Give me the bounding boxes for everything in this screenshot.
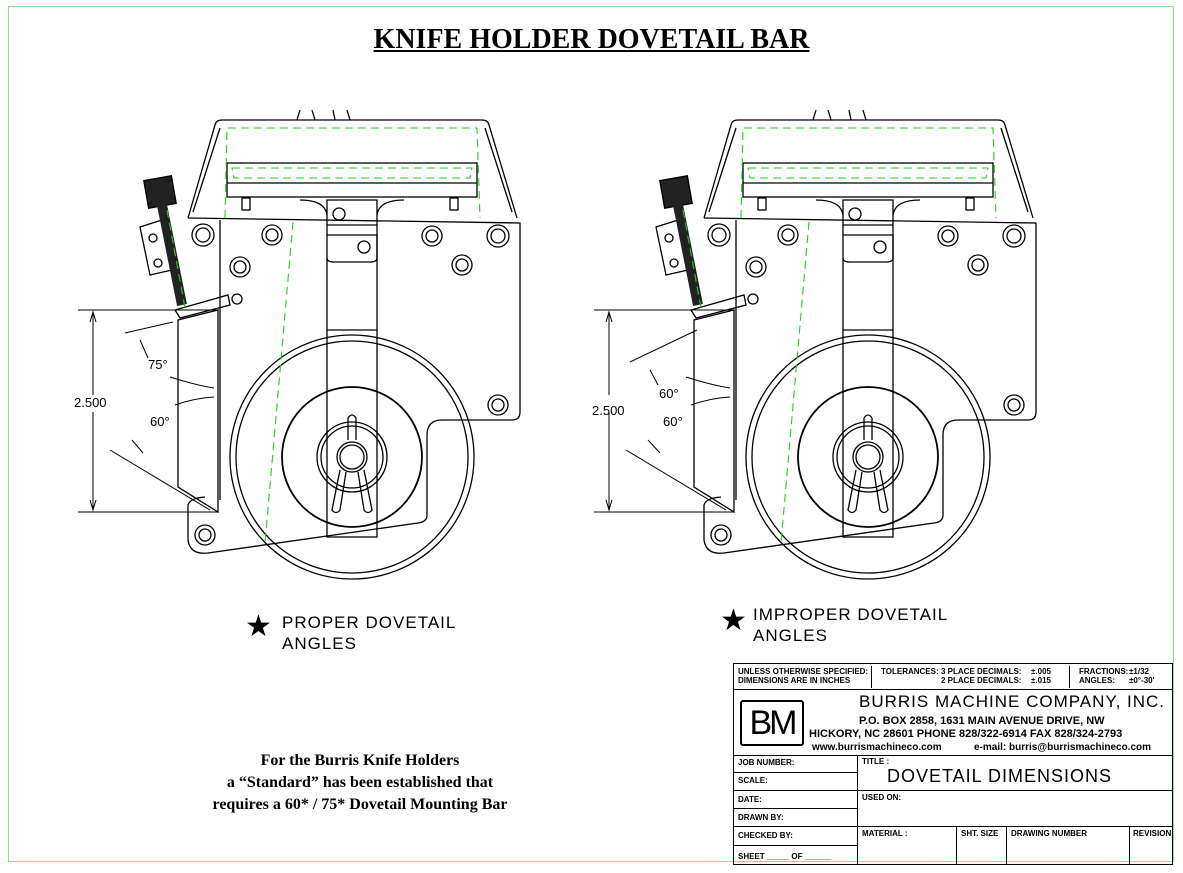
caption-line: ANGLES — [282, 634, 357, 653]
tb-two-place: 2 PLACE DECIMALS: — [941, 676, 1022, 685]
caption-line: IMPROPER DOVETAIL — [753, 605, 949, 624]
standard-note: For the Burris Knife Holders a “Standard… — [150, 750, 570, 816]
proper-caption: PROPER DOVETAIL ANGLES — [282, 612, 456, 654]
tb-angles-val: ±0°-30' — [1129, 676, 1155, 685]
proper-holder-drawing — [78, 110, 520, 579]
tb-three-place: 3 PLACE DECIMALS: — [941, 667, 1022, 676]
tb-title-label: TITLE : — [862, 757, 890, 766]
tb-scale: SCALE: — [738, 776, 768, 785]
note-line: requires a 60* / 75* Dovetail Mounting B… — [212, 796, 508, 813]
tb-sheet: SHEET _____ OF ______ — [738, 852, 832, 861]
drawing-title: DOVETAIL DIMENSIONS — [887, 766, 1113, 786]
company-phone: HICKORY, NC 28601 PHONE 828/322-6914 FAX… — [809, 728, 1123, 740]
right-angle-top: 60° — [659, 386, 679, 401]
note-line: For the Burris Knife Holders — [260, 752, 460, 769]
caption-line: PROPER DOVETAIL — [282, 613, 457, 632]
left-angle-top: 75° — [148, 357, 168, 372]
tb-tolerances: TOLERANCES: — [881, 667, 939, 676]
tb-dims: DIMENSIONS ARE IN INCHES — [738, 676, 851, 685]
company-name: BURRIS MACHINE COMPANY, INC. — [859, 692, 1166, 711]
tb-two-val: ±.015 — [1031, 676, 1051, 685]
company-email[interactable]: e-mail: burris@burrismachineco.com — [974, 742, 1152, 753]
tb-fractions: FRACTIONS: — [1079, 667, 1129, 676]
tb-drawn-by: DRAWN BY: — [738, 813, 784, 822]
company-address: P.O. BOX 2858, 1631 MAIN AVENUE DRIVE, N… — [859, 715, 1105, 727]
improper-angle-lines — [629, 329, 698, 454]
tb-date: DATE: — [738, 795, 762, 804]
sheet-border — [8, 6, 1174, 862]
tb-job-number: JOB NUMBER: — [738, 758, 795, 767]
improper-caption: IMPROPER DOVETAIL ANGLES — [753, 604, 948, 646]
tb-revision: REVISION — [1133, 829, 1172, 838]
tb-fractions-val: ±1/32 — [1129, 667, 1149, 676]
title-block: UNLESS OTHERWISE SPECIFIED: DIMENSIONS A… — [733, 663, 1173, 865]
proper-angle-lines — [124, 321, 174, 454]
tb-material: MATERIAL : — [862, 829, 908, 838]
tb-drawing-number: DRAWING NUMBER — [1011, 829, 1087, 838]
right-dimension: 2.500 — [592, 403, 625, 418]
company-website[interactable]: www.burrismachineco.com — [812, 742, 942, 753]
tb-unless: UNLESS OTHERWISE SPECIFIED: — [738, 667, 869, 676]
caption-line: ANGLES — [753, 626, 828, 645]
left-dimension: 2.500 — [74, 395, 107, 410]
star-icon: ★ — [245, 610, 272, 643]
left-angle-bottom: 60° — [150, 414, 170, 429]
company-logo: BM — [740, 700, 804, 746]
tb-used-on: USED ON: — [862, 793, 902, 802]
page-title: KNIFE HOLDER DOVETAIL BAR — [373, 24, 810, 55]
tb-three-val: ±.005 — [1031, 667, 1051, 676]
star-icon: ★ — [720, 604, 747, 637]
tb-sht-size: SHT. SIZE — [961, 829, 999, 838]
improper-holder-drawing — [594, 110, 1036, 579]
right-angle-bottom: 60° — [663, 414, 683, 429]
tb-checked-by: CHECKED BY: — [738, 831, 793, 840]
tb-angles: ANGLES: — [1079, 676, 1115, 685]
note-line: a “Standard” has been established that — [226, 774, 494, 791]
